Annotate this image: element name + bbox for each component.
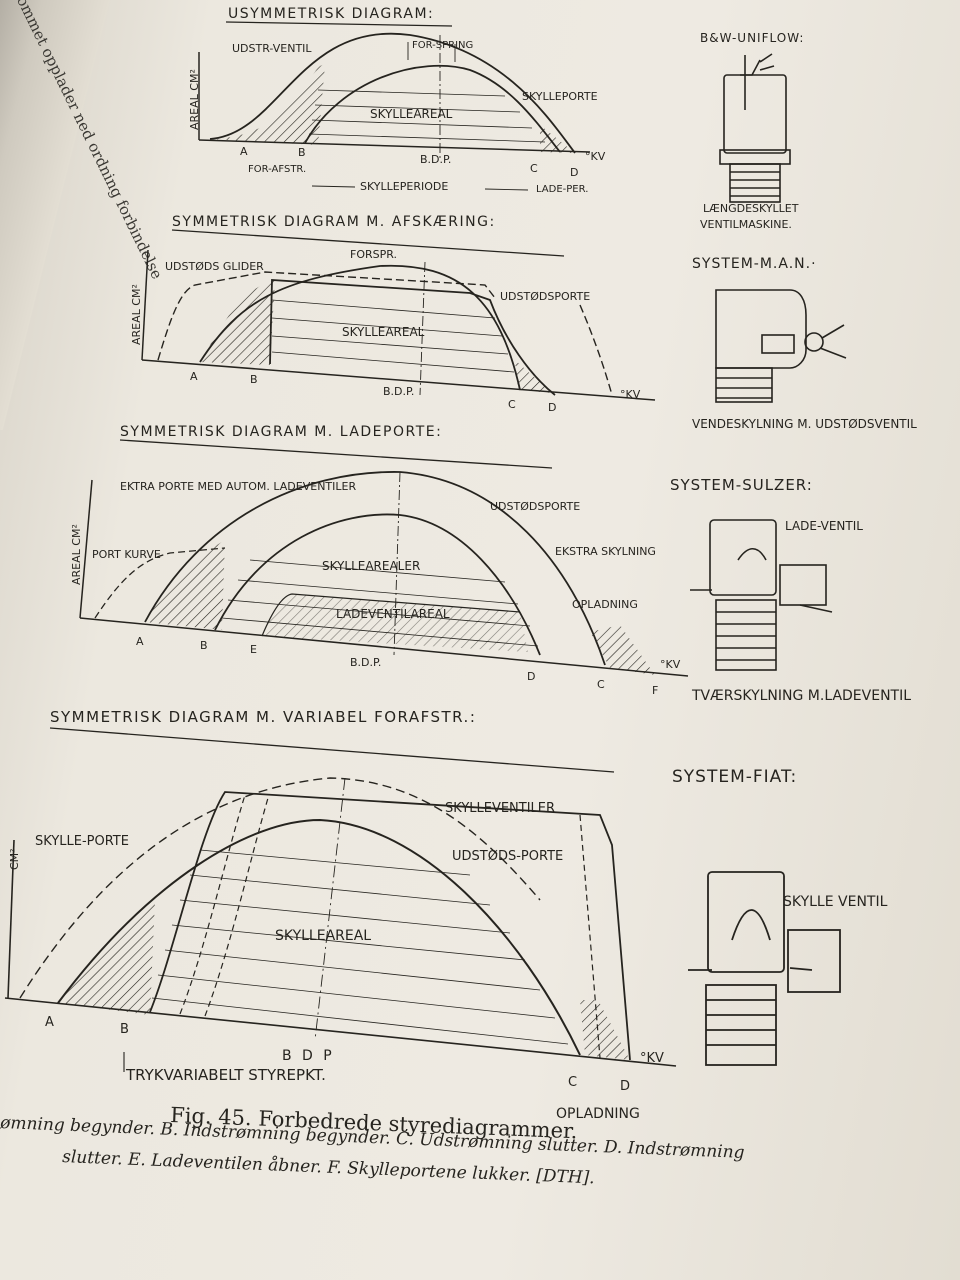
diagram-4-opladning-label: OPLADNING (556, 1106, 640, 1122)
diagram-1-skylleperiode-label: SKYLLEPERIODE (360, 180, 448, 193)
diagram-1-point-d: D (570, 166, 578, 179)
diagram-2-x-axis (141, 359, 656, 401)
diagram-3-port-kurve-label: PORT KURVE (92, 548, 161, 561)
diagram-2-dashed-glider-curve (157, 271, 496, 361)
diagram-3-y-label: AREAL CM² (70, 524, 83, 585)
diagram-2-udstods-glider-label: UDSTØDS GLIDER (165, 260, 264, 273)
system-man-title: SYSTEM-M.A.N.· (692, 256, 817, 272)
diagram-1-title: USYMMETRISK DIAGRAM: (228, 6, 434, 22)
diagram-3-ladeporte: SYMMETRISK DIAGRAM M. LADEPORTE: AREAL C… (70, 424, 689, 697)
diagram-3-point-d: D (527, 670, 535, 683)
diagram-2-point-d: D (548, 401, 556, 414)
diagram-1-point-c: C (530, 162, 538, 175)
diagram-1-hatched-lead (210, 64, 325, 145)
diagram-4-point-b: B (120, 1022, 129, 1037)
diagram-4-skylleporte-curve (19, 777, 541, 999)
diagram-1-skylleporte-label: SKYLLEPORTE (522, 90, 598, 103)
diagram-4-title: SYMMETRISK DIAGRAM M. VARIABEL FORAFSTR.… (50, 708, 476, 726)
diagram-3-point-f: F (652, 684, 658, 697)
system-bw-caption: VENTILMASKINE. (700, 218, 792, 231)
system-man: SYSTEM-M.A.N.· VENDESKYLNING M. UDSTØDSV… (692, 256, 917, 431)
diagram-4-skylleareal-label: SKYLLEAREAL (275, 928, 371, 944)
diagram-2-forspr-label: FORSPR. (350, 248, 397, 261)
diagram-2-kv-label: °KV (620, 388, 641, 401)
diagram-2-udstodsporte-label: UDSTØDSPORTE (500, 290, 590, 303)
man-engine-sketch (715, 289, 847, 403)
diagram-3-title: SYMMETRISK DIAGRAM M. LADEPORTE: (120, 424, 442, 440)
sulzer-engine-sketch (690, 519, 833, 671)
diagram-2-skylle-curve (269, 279, 556, 396)
diagram-4-skylleventil-curve (149, 791, 631, 1061)
diagram-3-point-c: C (597, 678, 605, 691)
diagram-1-udstr-ventil-label: UDSTR-VENTIL (232, 42, 312, 55)
diagram-2-title: SYMMETRISK DIAGRAM M. AFSKÆRING: (172, 214, 496, 230)
diagram-2-point-a: A (190, 370, 198, 383)
diagram-4-bdp-label: B D P (282, 1048, 335, 1064)
diagram-2-point-b: B (250, 373, 258, 386)
diagram-3-point-e: E (250, 643, 257, 656)
system-bw-uniflow: B&W-UNIFLOW: LÆNGDESKYLLET VENTILMASKINE… (700, 31, 804, 231)
diagram-4-point-a: A (45, 1015, 54, 1030)
system-fiat-title: SYSTEM-FIAT: (672, 767, 797, 787)
diagram-2-y-axis (141, 249, 149, 361)
diagram-2-point-c: C (508, 398, 516, 411)
diagram-1-skylle-curve (304, 64, 561, 153)
diagram-1-y-label: AREAL CM² (188, 69, 201, 130)
diagram-3-point-a: A (136, 635, 144, 648)
diagram-3-skyllearealer-label: SKYLLEAREALER (322, 559, 420, 573)
system-sulzer-caption: TVÆRSKYLNING M.LADEVENTIL (691, 688, 911, 704)
diagram-3-x-axis (79, 617, 689, 677)
diagram-2-y-label: AREAL CM² (130, 284, 143, 345)
diagram-1-outer-curve (209, 32, 576, 154)
diagram-3-port-curve (94, 547, 226, 619)
fiat-engine-sketch (688, 871, 841, 1066)
system-fiat: SYSTEM-FIAT: SKYLLE VENTIL (672, 767, 888, 1066)
diagram-4-skylleporte-label: SKYLLE-PORTE (35, 834, 129, 849)
system-bw-title: B&W-UNIFLOW: (700, 31, 804, 45)
diagram-3-opladning-label: OPLADNING (572, 598, 638, 611)
diagram-3-y-axis (79, 479, 93, 619)
system-sulzer-lade-label: LADE-VENTIL (785, 519, 863, 533)
diagram-2-skylleareal-label: SKYLLEAREAL (342, 325, 425, 339)
diagram-1-ladeper-label: LADE-PER. (536, 184, 588, 195)
diagram-1-point-a: A (240, 145, 248, 158)
system-sulzer-title: SYSTEM-SULZER: (670, 476, 813, 494)
diagram-4-udstods-curve (57, 818, 581, 1056)
system-man-caption: VENDESKYLNING M. UDSTØDSVENTIL (692, 417, 917, 431)
diagram-4-point-d: D (620, 1079, 630, 1094)
system-sulzer: SYSTEM-SULZER: LADE-VENTIL TVÆRSKYLNING … (670, 476, 911, 704)
system-fiat-skylle-label: SKYLLE VENTIL (783, 894, 888, 910)
diagram-4-kv-label: °KV (640, 1051, 664, 1066)
diagram-4-trykvariabelt-label: TRYKVARIABELT STYREPKT. (125, 1066, 326, 1084)
diagram-3-point-b: B (200, 639, 208, 652)
diagram-4-point-c: C (568, 1075, 577, 1090)
diagram-2-udstods-curve (199, 264, 521, 391)
diagram-4-udstodsporte-label: UDSTØDS-PORTE (452, 849, 563, 864)
diagram-4-y-axis (7, 839, 15, 999)
diagram-4-skylleventiler-label: SKYLLEVENTILER (445, 801, 555, 816)
diagram-3-ekstra-skylning-label: EKSTRA SKYLNING (555, 545, 656, 558)
diagram-3-kv-label: °KV (660, 658, 681, 671)
diagram-3-ekstra-porte-label: EKTRA PORTE MED AUTOM. LADEVENTILER (120, 480, 356, 493)
diagram-1-bdp-label: B.D.P. (420, 153, 451, 166)
diagram-2-afskaering: SYMMETRISK DIAGRAM M. AFSKÆRING: AREAL C… (130, 214, 656, 414)
diagram-3-ladeventilareal-label: LADEVENTILAREAL (336, 607, 450, 621)
diagram-1-kv-label: °KV (585, 150, 606, 163)
system-bw-caption-1: LÆNGDESKYLLET (703, 202, 799, 215)
diagram-3-udstodsporte-label: UDSTØDSPORTE (490, 500, 580, 513)
diagram-1-forafstr-label: FOR-AFSTR. (248, 164, 306, 175)
diagram-1-skylleareal-label: SKYLLEAREAL (370, 107, 453, 121)
diagram-3-bdp-label: B.D.P. (350, 656, 381, 669)
diagram-2-bdp-label: B.D.P. (383, 385, 414, 398)
diagram-4-y-label: CM² (8, 848, 21, 870)
diagram-1-forspring-label: FOR-SPRING (412, 40, 473, 51)
diagram-1-point-b: B (298, 146, 306, 159)
diagram-1-area-lines (308, 89, 546, 143)
diagram-4-variabel-forafstr: SYMMETRISK DIAGRAM M. VARIABEL FORAFSTR.… (4, 708, 677, 1122)
bw-engine-sketch (719, 53, 791, 203)
diagram-3-skylle-curve (214, 513, 541, 656)
diagram-1-usymmetrisk: USYMMETRISK DIAGRAM: AREAL CM² UDSTR-VEN… (188, 6, 606, 195)
